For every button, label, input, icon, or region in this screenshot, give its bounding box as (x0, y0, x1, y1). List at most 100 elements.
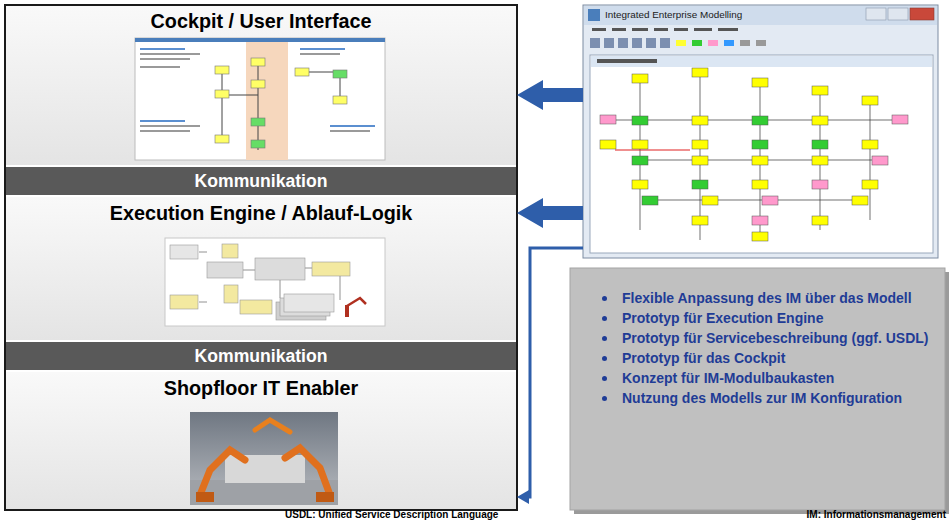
illustration-part (135, 38, 385, 160)
illustration-part (140, 53, 200, 55)
bullet-text: Prototyp für Execution Engine (622, 310, 933, 327)
illustration-part (333, 96, 347, 104)
illustration-part (692, 116, 708, 125)
illustration-part (584, 6, 937, 25)
illustration-part (170, 295, 198, 309)
node-title: Shopfloor IT Enabler (5, 372, 517, 401)
illustration-part (615, 150, 690, 151)
connector-arrow (517, 198, 583, 228)
bullet-text: Prototyp für das Cockpit (622, 350, 933, 367)
illustration-part (866, 8, 886, 20)
bullet-text: Konzept für IM-Modulbaukasten (622, 370, 933, 387)
illustration-part (5, 5, 517, 510)
illustration-part (752, 216, 768, 225)
illustration-part (215, 135, 229, 143)
illustration-part (6, 6, 516, 165)
bullet-dot (602, 316, 607, 321)
node-title: Cockpit / User Interface (5, 5, 517, 34)
illustration-part (140, 125, 200, 127)
illustration-part (632, 140, 648, 149)
illustration-part (165, 238, 385, 326)
illustration-part (570, 268, 945, 510)
illustration-part (251, 58, 265, 66)
illustration-part (654, 28, 668, 31)
illustration-part (752, 78, 768, 87)
illustration-part (632, 74, 648, 83)
illustration-part (597, 59, 657, 63)
illustration-part (676, 40, 686, 46)
illustration-part (708, 40, 718, 46)
illustration-part (694, 28, 712, 31)
bullet-item: Prototyp für das Cockpit (600, 350, 933, 367)
illustration-part (330, 125, 375, 127)
bullet-item: Konzept für IM-Modulbaukasten (600, 370, 933, 387)
illustration-part (330, 130, 370, 132)
illustration-part (215, 90, 229, 98)
illustration-part (642, 196, 658, 205)
node-title: Kommunikation (5, 167, 517, 195)
illustration-part (610, 70, 900, 240)
illustration-part (674, 28, 688, 31)
bullet-item: Nutzung des Modells zur IM Konfiguration (600, 390, 933, 407)
illustration-part (752, 116, 768, 125)
illustration-part (255, 258, 305, 280)
illustration-part (762, 196, 778, 205)
illustration-part (692, 68, 708, 77)
illustration-part (590, 38, 670, 48)
arrow-shape (517, 198, 583, 228)
illustration-part (6, 197, 516, 340)
illustration-part (812, 180, 828, 189)
illustration-part (632, 156, 648, 165)
illustration-part (590, 38, 600, 48)
illustration-part (165, 238, 385, 326)
illustration-part (345, 305, 349, 317)
illustration-part (190, 412, 338, 505)
illustration-part (692, 156, 708, 165)
illustration-part (224, 285, 238, 303)
illustration-part (812, 140, 828, 149)
illustration-part (872, 156, 888, 165)
communication-band: Kommunikation (5, 342, 517, 370)
illustration-part (140, 48, 185, 50)
bullet-item: Prototyp für Execution Engine (600, 310, 933, 327)
illustration-part (604, 38, 614, 48)
illustration-part (862, 180, 878, 189)
node-title: Execution Engine / Ablauf-Logik (5, 197, 517, 226)
illustration-part (285, 448, 330, 495)
illustration-part (300, 53, 340, 55)
illustration-part (632, 116, 648, 125)
bullet-dot (602, 336, 607, 341)
illustration-part (660, 38, 670, 48)
illustration-part (284, 294, 334, 312)
illustration-part (300, 48, 345, 50)
illustration-part (862, 140, 878, 149)
illustration-part (812, 156, 828, 165)
illustration-part (200, 450, 245, 495)
layer-band: Execution Engine / Ablauf-Logik (5, 197, 517, 340)
illustration-part (910, 8, 934, 20)
illustration-part (592, 28, 606, 31)
illustration-part (812, 216, 828, 225)
illustration-part (862, 96, 878, 105)
illustration-part (692, 216, 708, 225)
illustration-part (207, 262, 243, 278)
bullet-item: Prototyp für Servicebeschreibung (ggf. U… (600, 330, 933, 347)
illustration-part (251, 140, 265, 148)
illustration-part (692, 40, 702, 46)
illustration-part (333, 70, 347, 78)
illustration-part (222, 244, 238, 258)
illustration-part (583, 5, 938, 258)
connector-arrow (517, 248, 583, 504)
illustration-part (190, 480, 338, 505)
layer-band: Cockpit / User Interface (5, 5, 517, 165)
illustration-part (312, 262, 350, 276)
illustration-part (140, 130, 190, 132)
footnote: USDL: Unified Service Description Langua… (285, 509, 498, 521)
illustration-part (600, 68, 908, 241)
illustration-part (588, 9, 600, 21)
note-box: Flexible Anpassung des IM über das Model… (570, 268, 945, 510)
illustration-part (718, 28, 738, 31)
bullet-text: Flexible Anpassung des IM über das Model… (622, 290, 933, 307)
